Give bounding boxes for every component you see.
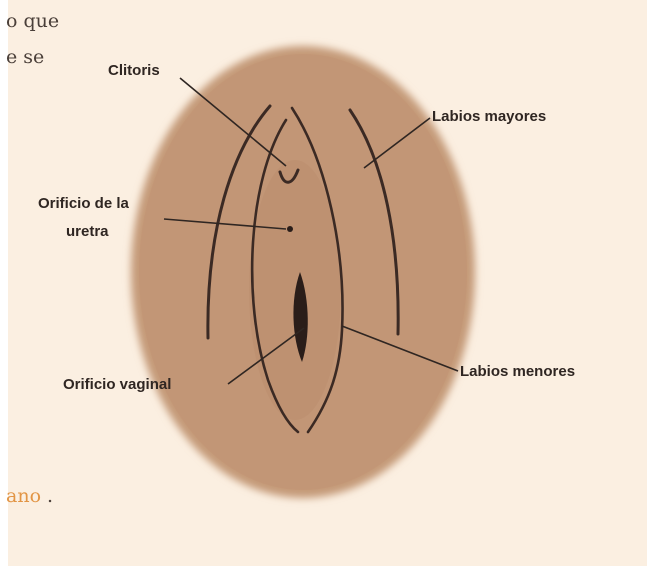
- central-shading: [249, 160, 341, 420]
- label-orificio-vaginal: Orificio vaginal: [63, 374, 171, 395]
- urethral-opening: [287, 226, 293, 232]
- label-clitoris: Clitoris: [108, 60, 160, 81]
- sentence-period: .: [47, 485, 53, 507]
- label-orificio-uretra-line-2: uretra: [66, 221, 109, 242]
- link-fragment[interactable]: ano: [6, 485, 41, 507]
- label-labios-menores: Labios menores: [460, 361, 575, 382]
- label-orificio-uretra-line-1: Orificio de la: [38, 193, 129, 214]
- label-labios-mayores: Labios mayores: [432, 106, 546, 127]
